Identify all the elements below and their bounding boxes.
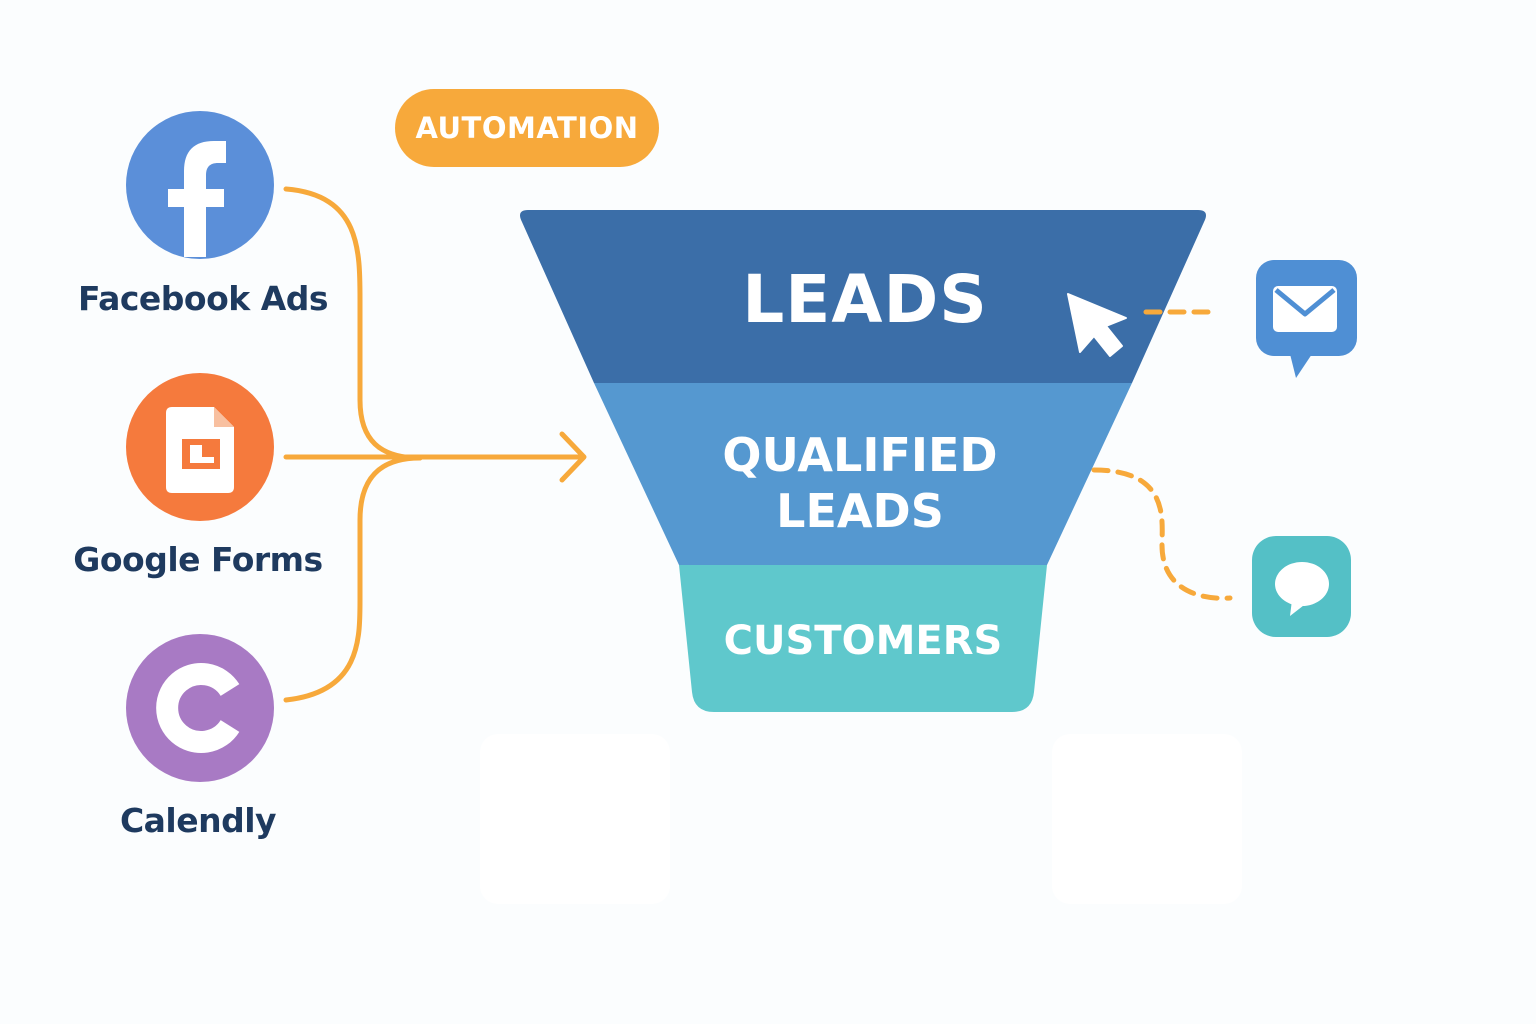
placeholder-card-left [480,734,670,904]
stage-label-qualified: QUALIFIED [722,428,998,482]
facebook-icon [168,141,226,257]
automation-badge: AUTOMATION [395,89,659,167]
source-label-calendly: Calendly [119,801,277,840]
connector-calendly [283,455,423,703]
connector-facebook [283,186,423,461]
calendly-icon [156,663,240,753]
funnel-stage-leads [520,210,1206,383]
google-forms-icon [166,407,234,493]
funnel-stage-qualified-leads [594,383,1132,565]
facebook-circle[interactable] [126,111,274,259]
source-connectors [283,186,587,703]
stage-label-qualified-leads: LEADS [776,484,944,538]
source-label-facebook-ads: Facebook Ads [77,279,329,318]
connector-chat [1091,467,1233,601]
calendly-circle[interactable] [126,634,274,782]
funnel [520,210,1206,712]
source-label-google-forms: Google Forms [73,540,323,579]
connector-arrowhead [559,431,587,483]
funnel-stage-customers [679,565,1047,712]
chat-icon [1252,536,1351,637]
stage-label-customers: CUSTOMERS [723,618,1003,664]
stage-label-leads: LEADS [742,261,988,338]
email-icon [1256,260,1357,378]
google-forms-circle[interactable] [126,373,274,521]
cursor-icon [1067,293,1127,357]
placeholder-card-right [1052,734,1242,904]
channel-connectors [1091,309,1233,601]
